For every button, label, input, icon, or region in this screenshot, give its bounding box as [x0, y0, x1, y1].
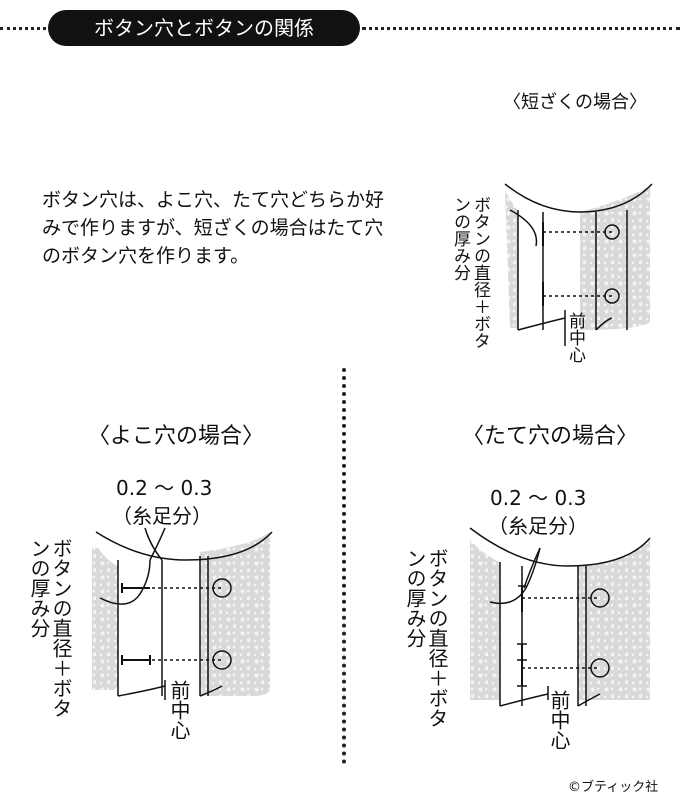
- yoko-thickness-label: ボタンの直径＋ボタンの厚み分: [27, 538, 73, 718]
- yoko-range-leader: [144, 527, 163, 561]
- tate-button: [590, 658, 610, 678]
- tanzaku-fabric-right: [580, 186, 650, 330]
- tanzaku-title: 〈短ざくの場合〉: [503, 92, 647, 113]
- tate-diagram: [469, 527, 651, 707]
- tate-thickness-label: ボタンの直径＋ボタンの厚み分: [403, 548, 449, 728]
- yoko-title: 〈よこ穴の場合〉: [88, 424, 265, 449]
- center-divider: [342, 368, 346, 764]
- yoko-neckline: [95, 531, 273, 561]
- tate-hem: [499, 693, 601, 707]
- tate-title: 〈たて穴の場合〉: [462, 424, 639, 449]
- tanzaku-thickness-label: ボタンの直径＋ボタンの厚み分: [450, 196, 490, 349]
- tate-range-leader: [523, 547, 541, 589]
- tate-button: [590, 588, 610, 608]
- tanzaku-button: [604, 224, 620, 240]
- header-dotted-line-left: [0, 27, 46, 30]
- yoko-button: [212, 578, 232, 598]
- tate-leader: [489, 547, 541, 605]
- tate-center-label: 前中心: [547, 690, 571, 750]
- header-dotted-line-right: [362, 27, 680, 30]
- tanzaku-diagram: [504, 183, 653, 346]
- tate-fabric-right: [578, 540, 650, 700]
- yoko-center-label: 前中心: [167, 680, 191, 740]
- yoko-button: [212, 650, 232, 670]
- section-title: ボタン穴とボタンの関係: [48, 10, 360, 46]
- yoko-leader: [99, 559, 151, 605]
- yoko-fabric-right: [200, 532, 270, 696]
- copyright-credit: ©ブティック社: [568, 780, 659, 795]
- section-header: ボタン穴とボタンの関係: [0, 10, 680, 46]
- yoko-hem: [117, 685, 223, 697]
- intro-paragraph: ボタン穴は、よこ穴、たて穴どちらか好みで作りますが、短ざくの場合はたて穴のボタン…: [42, 189, 385, 267]
- tanzaku-neckline: [504, 183, 653, 213]
- tate-range-label: 0.2 〜 0.3: [490, 486, 587, 510]
- yoko-range-label: 0.2 〜 0.3: [116, 476, 213, 500]
- tate-neckline: [469, 527, 651, 567]
- tanzaku-button: [604, 288, 620, 304]
- tanzaku-fabric-left: [505, 190, 518, 328]
- yoko-range-leader: [149, 527, 166, 561]
- tanzaku-center-label: 前中心: [565, 312, 585, 363]
- yoko-ito-label: （糸足分）: [112, 504, 212, 528]
- tate-fabric-left: [470, 540, 500, 700]
- yoko-diagram: [92, 527, 273, 700]
- tate-ito-label: （糸足分）: [488, 514, 588, 538]
- tanzaku-hem: [517, 317, 613, 331]
- tanzaku-leader: [509, 209, 538, 247]
- yoko-fabric-left: [92, 548, 118, 690]
